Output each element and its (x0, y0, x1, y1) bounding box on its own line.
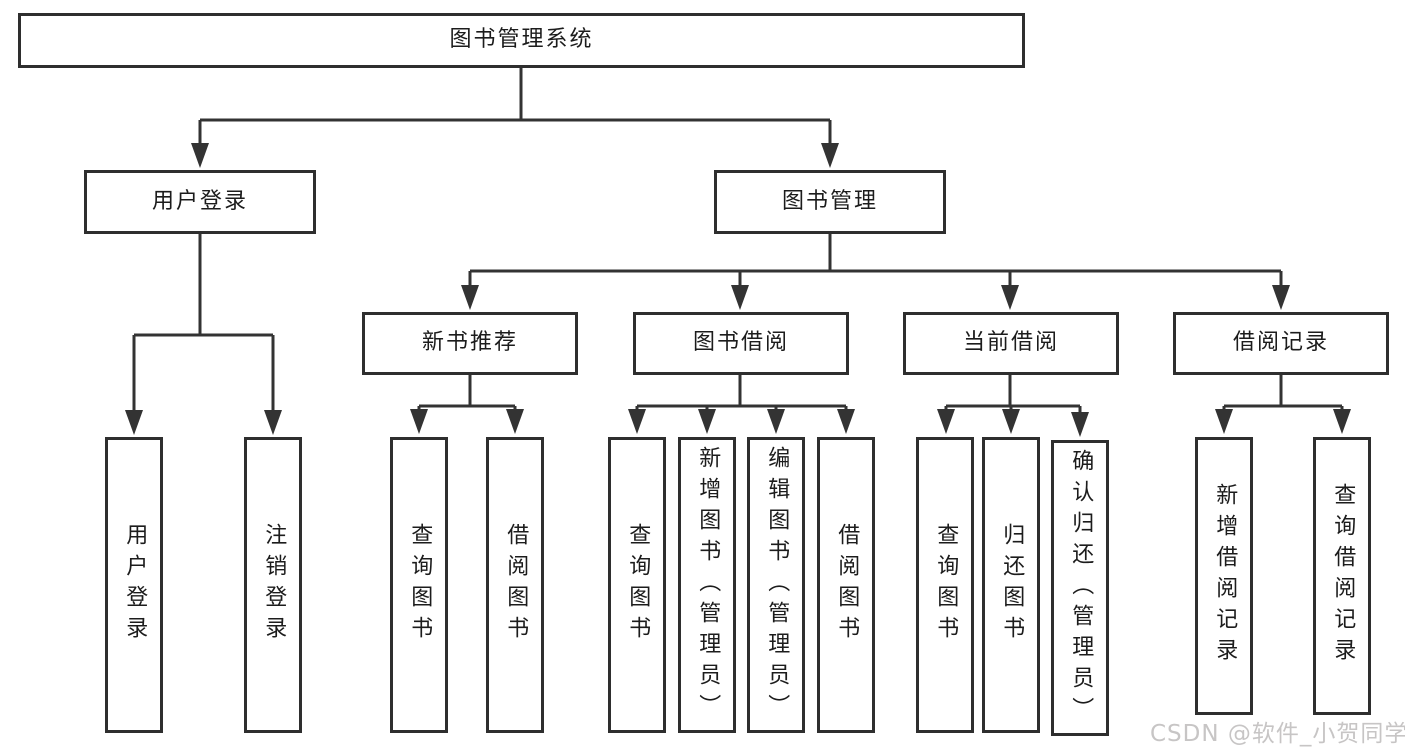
leaf-edit-book-admin: 编辑图书（管理员） (747, 437, 805, 733)
node-library-management-system: 图书管理系统 (18, 13, 1025, 68)
watermark: CSDN @软件_小贺同学 (1150, 721, 1405, 747)
leaf-confirm-return-admin: 确认归还（管理员） (1051, 440, 1109, 736)
node-borrow-records: 借阅记录 (1173, 312, 1389, 375)
node-book-management: 图书管理 (714, 170, 946, 234)
node-user-login: 用户登录 (84, 170, 316, 234)
leaf-query-borrow-record: 查询借阅记录 (1313, 437, 1371, 715)
leaf-return-book: 归还图书 (982, 437, 1040, 733)
leaf-query-books-current: 查询图书 (916, 437, 974, 733)
node-new-book-recommend: 新书推荐 (362, 312, 578, 375)
leaf-borrow-books-recommend: 借阅图书 (486, 437, 544, 733)
leaf-query-books-borrow: 查询图书 (608, 437, 666, 733)
leaf-logout: 注销登录 (244, 437, 302, 733)
node-current-borrow: 当前借阅 (903, 312, 1119, 375)
leaf-add-book-admin: 新增图书（管理员） (678, 437, 736, 733)
node-book-borrow: 图书借阅 (633, 312, 849, 375)
leaf-add-borrow-record: 新增借阅记录 (1195, 437, 1253, 715)
leaf-user-login: 用户登录 (105, 437, 163, 733)
leaf-borrow-books: 借阅图书 (817, 437, 875, 733)
leaf-query-books-recommend: 查询图书 (390, 437, 448, 733)
